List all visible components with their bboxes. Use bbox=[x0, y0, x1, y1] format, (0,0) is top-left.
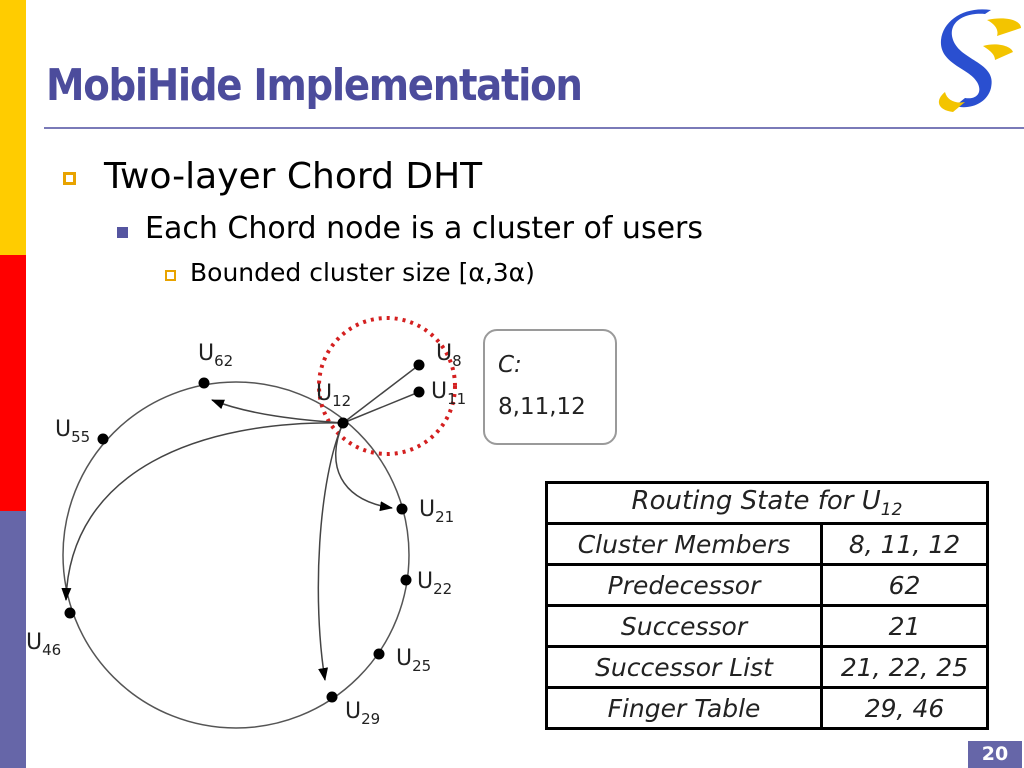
bullet-level3: Bounded cluster size [α,3α) bbox=[190, 258, 535, 287]
sidebar-purple-band bbox=[0, 511, 26, 768]
sidebar-red-band bbox=[0, 255, 26, 511]
slide-title: MobiHide Implementation bbox=[46, 60, 583, 111]
node-label-u21: U21 bbox=[419, 497, 454, 526]
node-label-u55: U55 bbox=[55, 417, 90, 446]
node-u8 bbox=[413, 359, 425, 371]
node-u25 bbox=[373, 648, 385, 660]
bullet-marker-level2 bbox=[117, 227, 128, 238]
edge-u12-u11 bbox=[342, 391, 420, 424]
node-u12 bbox=[337, 417, 349, 429]
chord-ring-diagram: U62 U12 U8 U11 U55 U21 U22 U46 U25 U29 bbox=[26, 316, 466, 729]
row-value: 21 bbox=[820, 604, 989, 648]
node-label-u12: U12 bbox=[316, 381, 351, 410]
node-u55 bbox=[97, 433, 109, 445]
node-label-u46: U46 bbox=[26, 630, 61, 659]
page-number: 20 bbox=[968, 741, 1022, 768]
row-label: Cluster Members bbox=[545, 522, 823, 566]
node-u62 bbox=[198, 377, 210, 389]
node-label-u11: U11 bbox=[431, 379, 466, 408]
row-label: Predecessor bbox=[545, 563, 823, 607]
node-u46 bbox=[64, 607, 76, 619]
cluster-outline bbox=[317, 316, 457, 456]
arrow-u12-u29 bbox=[317, 422, 344, 681]
arrow-u12-u62 bbox=[211, 399, 344, 424]
cluster-box-members: 8,11,12 bbox=[498, 394, 586, 420]
node-label-u22: U22 bbox=[417, 569, 452, 598]
table-row: Finger Table 29, 46 bbox=[545, 686, 989, 730]
row-value: 62 bbox=[820, 563, 989, 607]
cluster-box bbox=[483, 329, 617, 445]
bullet-level1: Two-layer Chord DHT bbox=[104, 156, 483, 197]
node-label-u8: U8 bbox=[436, 341, 462, 370]
row-value: 29, 46 bbox=[820, 686, 989, 730]
stylized-s-logo-icon bbox=[938, 9, 1021, 112]
node-label-u25: U25 bbox=[396, 646, 431, 675]
cluster-box-label: C: bbox=[498, 352, 522, 378]
node-label-u62: U62 bbox=[198, 341, 233, 370]
arrow-u12-u46 bbox=[61, 422, 344, 601]
table-row: Cluster Members 8, 11, 12 bbox=[545, 522, 989, 566]
bullet-marker-level3 bbox=[165, 270, 176, 281]
sidebar-yellow-band bbox=[0, 0, 26, 255]
table-row: Predecessor 62 bbox=[545, 563, 989, 607]
table-title: Routing State for U12 bbox=[545, 481, 989, 525]
table-row: Successor 21 bbox=[545, 604, 989, 648]
bullet-level2: Each Chord node is a cluster of users bbox=[145, 211, 703, 246]
node-u11 bbox=[413, 386, 425, 398]
chord-ring bbox=[62, 381, 410, 729]
row-label: Successor bbox=[545, 604, 823, 648]
node-u21 bbox=[396, 503, 408, 515]
row-label: Finger Table bbox=[545, 686, 823, 730]
table-row: Successor List 21, 22, 25 bbox=[545, 645, 989, 689]
row-value: 21, 22, 25 bbox=[820, 645, 989, 689]
row-label: Successor List bbox=[545, 645, 823, 689]
edge-u12-u8 bbox=[342, 364, 420, 424]
node-label-u29: U29 bbox=[345, 699, 380, 728]
row-value: 8, 11, 12 bbox=[820, 522, 989, 566]
node-u22 bbox=[400, 574, 412, 586]
bullet-marker-level1 bbox=[63, 172, 76, 185]
node-u29 bbox=[326, 691, 338, 703]
routing-state-table: Routing State for U12 Cluster Members 8,… bbox=[545, 481, 989, 730]
title-divider bbox=[44, 127, 1024, 129]
table-header-row: Routing State for U12 bbox=[545, 481, 989, 525]
